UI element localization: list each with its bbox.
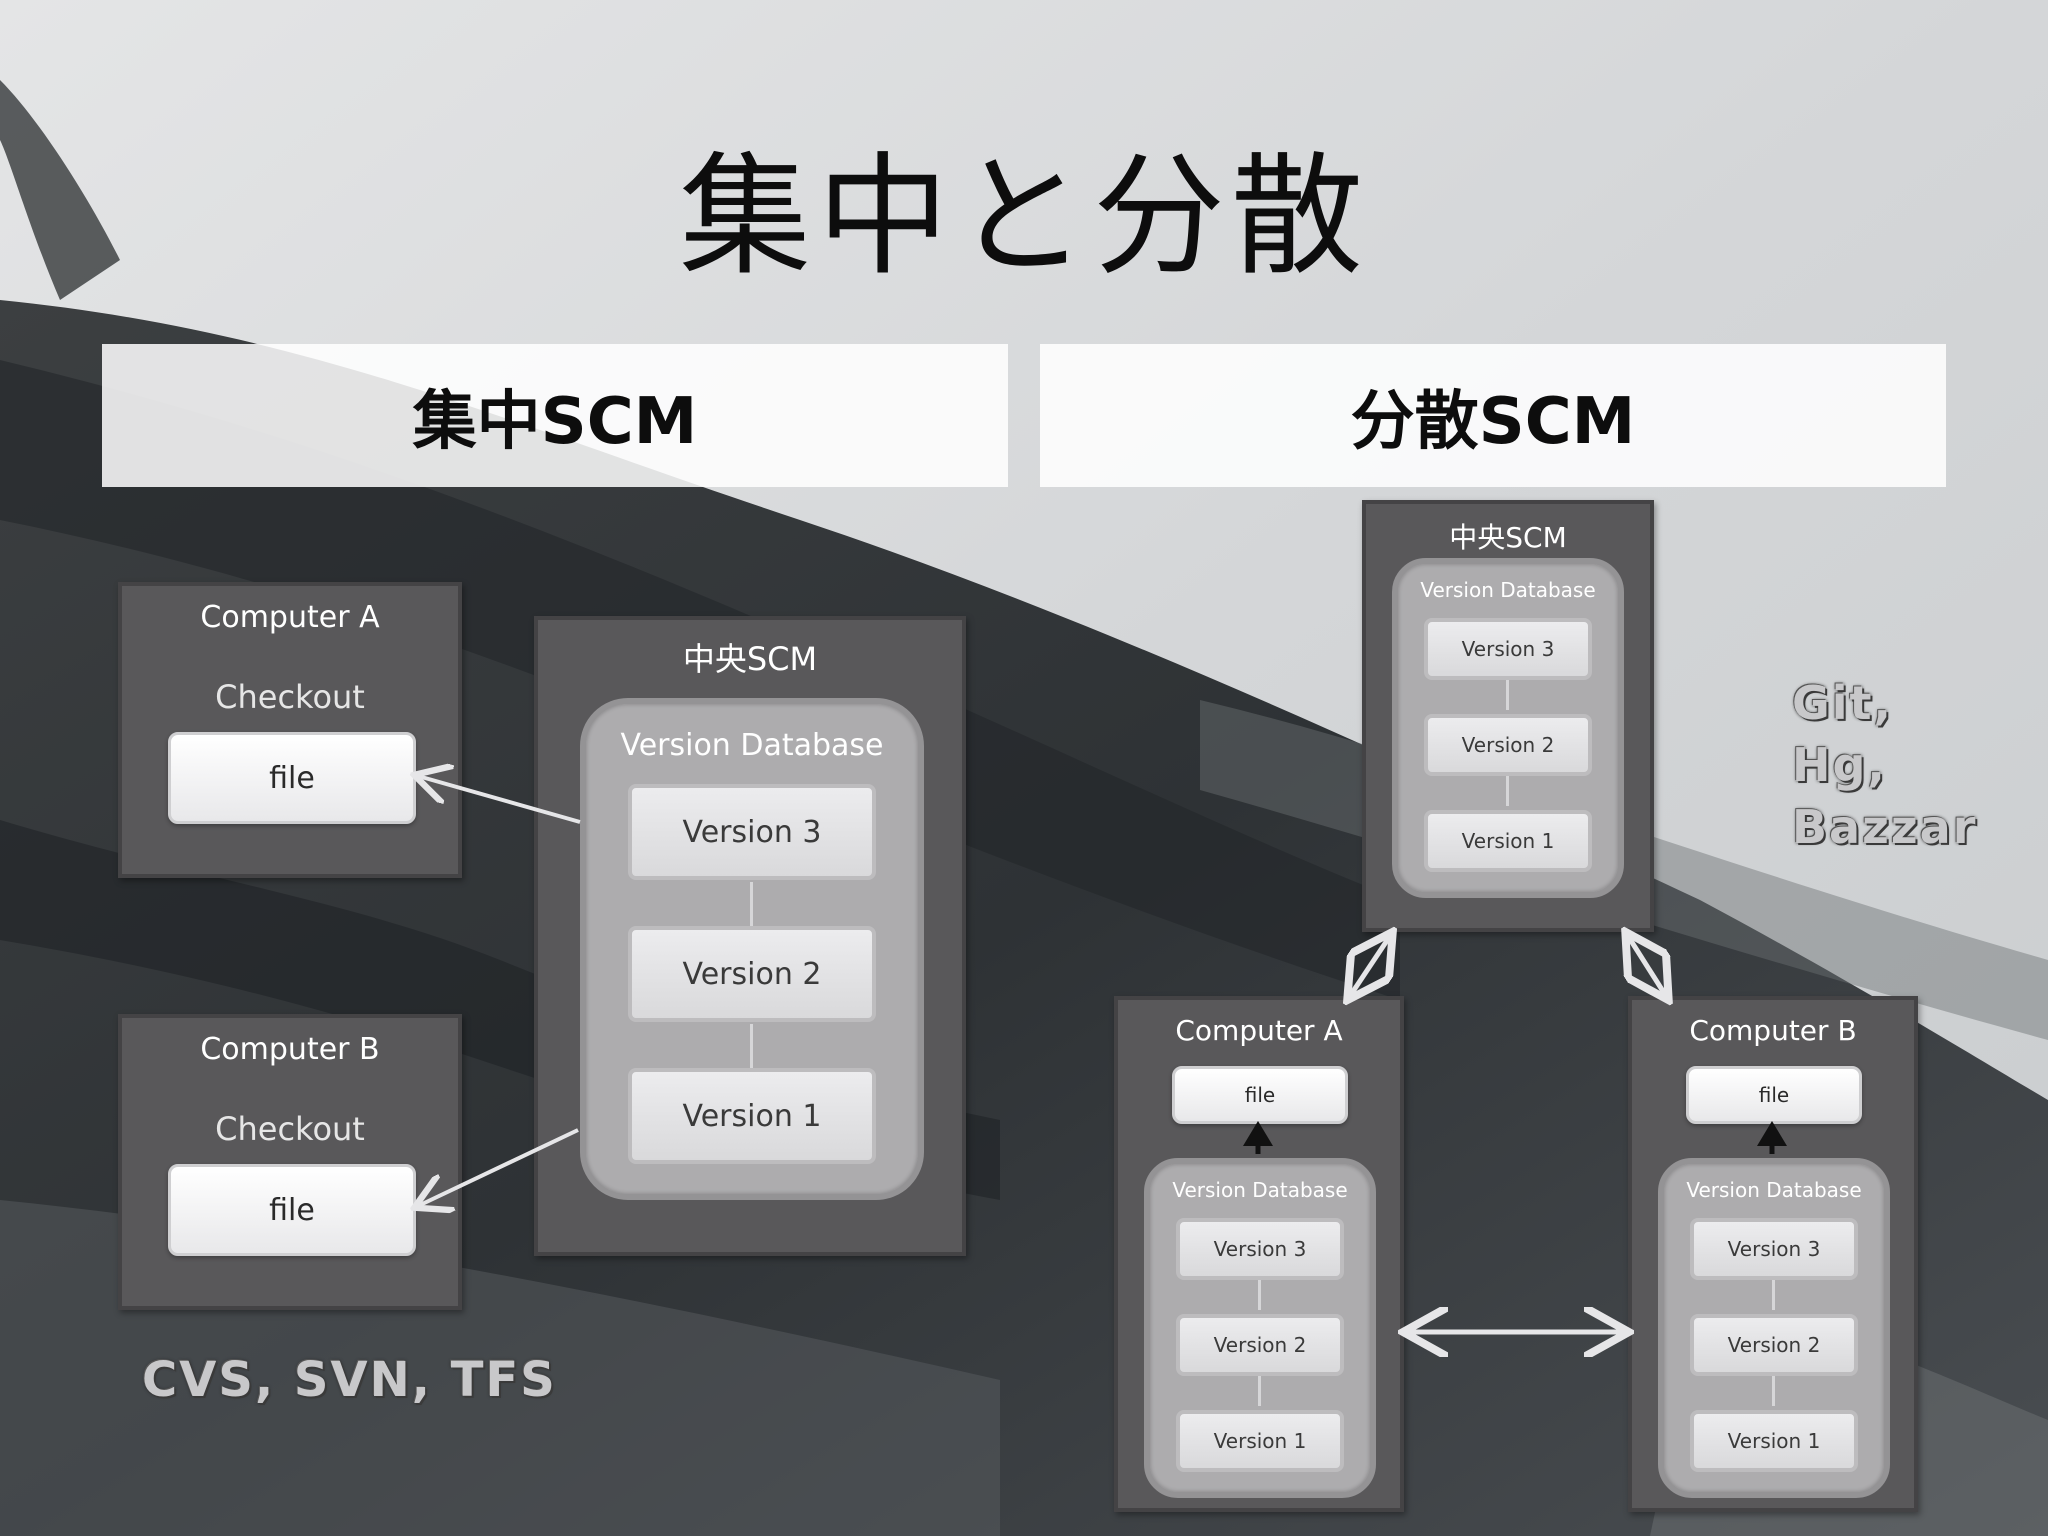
version-link [1772,1276,1775,1310]
computer-b-checkout: Checkout [215,1110,365,1148]
distributed-examples: Git, Hg, Bazzar [1792,672,1977,858]
central-computer-b: Computer B Checkout file [118,1014,462,1310]
distributed-header: 分散SCM [1040,344,1946,487]
dist-computer-b-title: Computer B [1689,1014,1857,1047]
computer-a-title: Computer A [200,600,380,635]
example-hg: Hg, [1792,738,1887,792]
computer-a-file: file [168,732,416,824]
dist-computer-a-database: Version Database Version 3 Version 2 Ver… [1144,1158,1376,1498]
central-scm-server: 中央SCM Version Database Version 3 Version… [534,616,966,1256]
version-link [1506,676,1509,710]
version-link [750,1024,753,1070]
dist-b-version-3: Version 3 [1690,1218,1858,1280]
dist-a-version-2: Version 2 [1176,1314,1344,1376]
centralized-examples: CVS, SVN, TFS [142,1352,557,1408]
dist-computer-a-title: Computer A [1175,1014,1343,1047]
dist-computer-b: Computer B file Version Database Version… [1628,996,1918,1512]
example-git: Git, [1792,676,1893,730]
central-version-3: Version 3 [628,784,876,880]
central-db-title: Version Database [620,728,884,763]
dist-computer-b-db-title: Version Database [1686,1178,1862,1202]
dist-computer-b-file: file [1686,1066,1862,1124]
version-link [1506,772,1509,806]
computer-b-title: Computer B [200,1032,380,1067]
dist-server-version-3: Version 3 [1424,618,1592,680]
version-link [1258,1276,1261,1310]
dist-b-version-1: Version 1 [1690,1410,1858,1472]
central-computer-a: Computer A Checkout file [118,582,462,878]
dist-computer-a: Computer A file Version Database Version… [1114,996,1404,1512]
dist-computer-a-file: file [1172,1066,1348,1124]
dist-server-title: 中央SCM [1449,521,1567,554]
dist-server-db-title: Version Database [1420,578,1596,602]
central-server-title: 中央SCM [682,640,818,678]
dist-a-version-3: Version 3 [1176,1218,1344,1280]
dist-server-database: Version Database Version 3 Version 2 Ver… [1392,558,1624,898]
dist-server-version-2: Version 2 [1424,714,1592,776]
computer-b-file: file [168,1164,416,1256]
example-bazzar: Bazzar [1792,800,1978,854]
version-link [1258,1372,1261,1406]
dist-b-version-2: Version 2 [1690,1314,1858,1376]
dist-central-server: 中央SCM Version Database Version 3 Version… [1362,500,1654,932]
version-link [1772,1372,1775,1406]
central-version-1: Version 1 [628,1068,876,1164]
computer-a-checkout: Checkout [215,678,365,716]
central-version-database: Version Database Version 3 Version 2 Ver… [580,698,924,1200]
central-version-2: Version 2 [628,926,876,1022]
dist-computer-b-database: Version Database Version 3 Version 2 Ver… [1658,1158,1890,1498]
dist-server-version-1: Version 1 [1424,810,1592,872]
slide-title: 集中と分散 [679,140,1369,294]
version-link [750,882,753,928]
centralized-header: 集中SCM [102,344,1008,487]
dist-a-version-1: Version 1 [1176,1410,1344,1472]
dist-computer-a-db-title: Version Database [1172,1178,1348,1202]
